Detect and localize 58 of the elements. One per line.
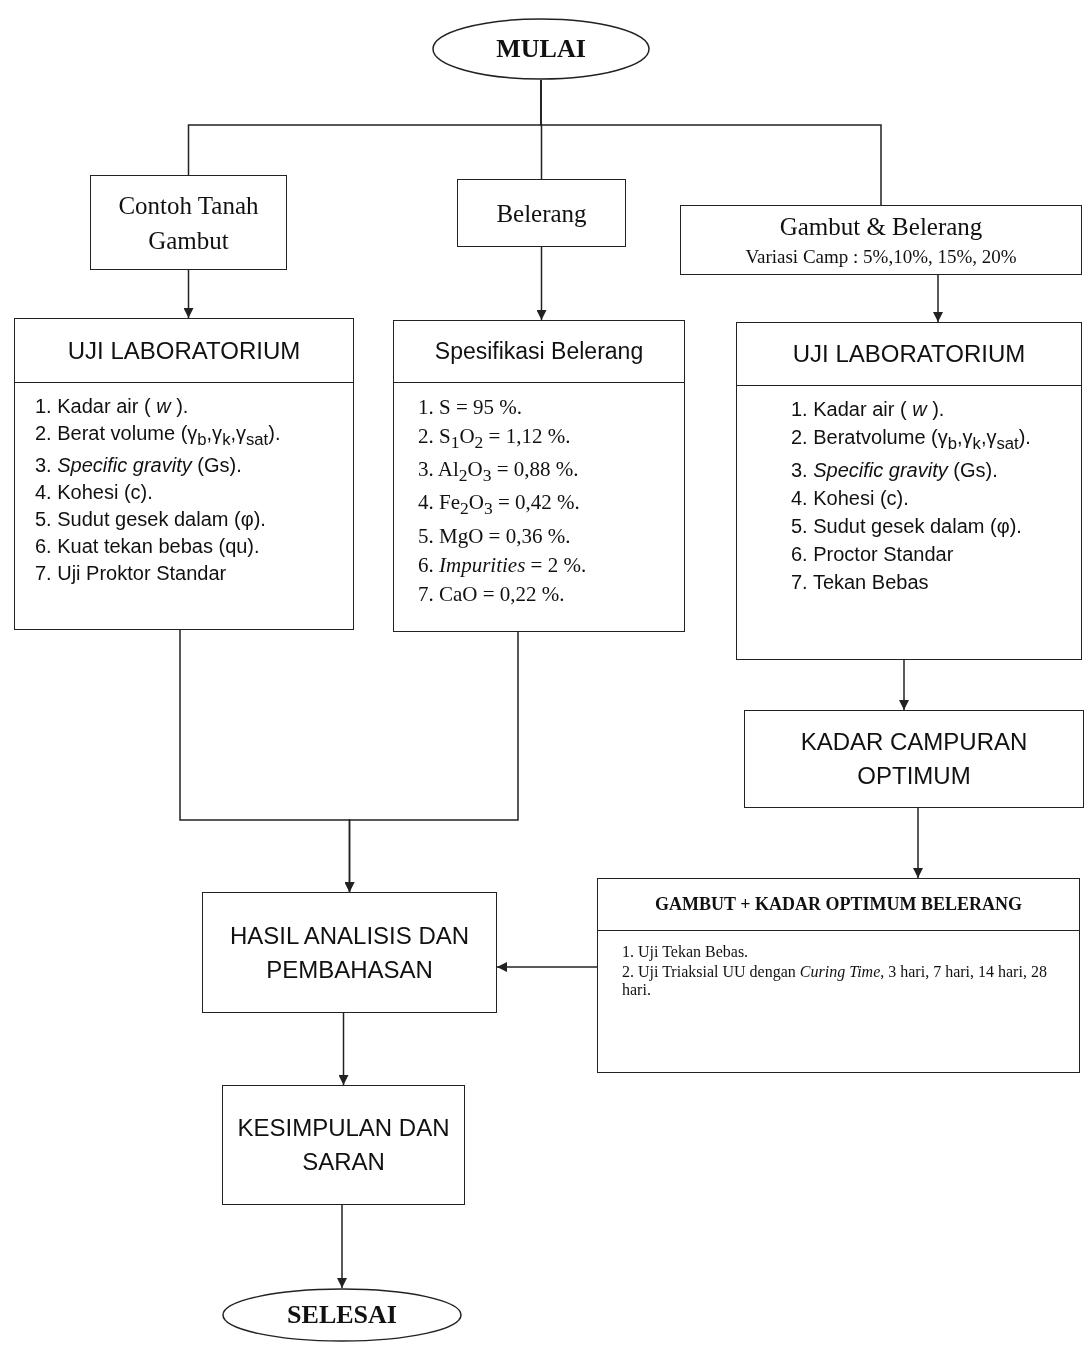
process-box: [744, 710, 1084, 808]
list-item: 2. Berat volume (γ$_{b}$,γ$_{k}$,γ$_{sat}$).: [35, 422, 282, 450]
arrow: [496, 962, 598, 972]
box-heading: GAMBUT + KADAR OPTIMUM BELERANG: [655, 894, 1022, 915]
list-box: [736, 322, 1082, 660]
list-box: [14, 318, 354, 630]
list-item: 3. Al$_{2}$O$_{3}$ = 0,88 %.: [418, 457, 580, 487]
process-box: [680, 205, 1082, 275]
list-item: 6. Proctor Standar: [791, 543, 955, 566]
list-item: 3. Specific gravity (Gs).: [791, 459, 999, 482]
list-item: 6. Kuat tekan bebas (qu).: [35, 535, 261, 558]
list-item: 1. S = 95 %.: [418, 395, 523, 420]
process-box: [222, 1085, 465, 1205]
list-item: 7. CaO = 0,22 %.: [418, 581, 566, 607]
box-label: Contoh Tanah Gambut: [117, 190, 260, 256]
arrow: [933, 274, 943, 323]
terminal-ellipse: [222, 1288, 462, 1342]
list-item: 4. Kohesi (c).: [35, 481, 154, 504]
arrow: [337, 1204, 347, 1289]
box-label: Belerang: [496, 198, 587, 229]
list-box: [597, 878, 1080, 1073]
box-heading: UJI LABORATORIUM: [792, 340, 1026, 368]
process-box: [202, 892, 497, 1013]
list-item: 1. Uji Tekan Bebas.: [622, 943, 750, 961]
box-label: Gambut & Belerang: [779, 212, 983, 243]
list-item: 7. Uji Proktor Standar: [35, 562, 228, 585]
list-item: 5. MgO = 0,36 %.: [418, 523, 572, 549]
arrow: [536, 246, 547, 321]
list-item: 5. Sudut gesek dalam (φ).: [35, 508, 267, 531]
process-box: [90, 175, 287, 270]
list-box: [393, 320, 685, 632]
arrow: [338, 1012, 349, 1086]
box-heading: Spesifikasi Belerang: [434, 338, 644, 365]
list-item: 4. Fe$_{2}$O$_{3}$ = 0,42 %.: [418, 490, 581, 520]
list-item: 1. Kadar air ( w ).: [35, 395, 190, 418]
list-item: 7. Tekan Bebas: [791, 571, 930, 594]
box-label: MULAI: [496, 32, 586, 65]
list-item: 2. S$_{1}$O$_{2}$ = 1,12 %.: [418, 424, 572, 454]
process-box: [457, 179, 626, 247]
box-subtitle: Variasi Camp : 5%,10%, 15%, 20%: [745, 245, 1017, 270]
list-item: 2. Uji Triaksial UU dengan Curing Time, 3 hari, 7 hari, 14 hari, 28 hari.: [622, 963, 1048, 999]
list-item: 2. Beratvolume (γ$_{b}$,γ$_{k}$,γ$_{sat}$).: [791, 426, 1032, 454]
box-label: HASIL ANALISIS DAN PEMBAHASAN: [228, 920, 471, 985]
list-item: 6. Impurities = 2 %.: [418, 552, 588, 578]
list-item: 4. Kohesi (c).: [791, 487, 910, 510]
box-label: KADAR CAMPURAN OPTIMUM: [799, 727, 1029, 791]
list-item: 1. Kadar air ( w ).: [791, 398, 946, 421]
arrow: [899, 659, 909, 711]
list-item: 3. Specific gravity (Gs).: [35, 454, 243, 477]
terminal-ellipse: [432, 18, 650, 80]
connector-line: [540, 79, 882, 206]
box-label: SELESAI: [287, 1298, 397, 1331]
list-item: 5. Sudut gesek dalam (φ).: [791, 515, 1023, 538]
box-heading: UJI LABORATORIUM: [67, 336, 301, 365]
arrow: [913, 807, 923, 879]
arrow: [183, 269, 194, 319]
arrow: [344, 631, 519, 893]
box-label: KESIMPULAN DAN SARAN: [236, 1113, 451, 1177]
